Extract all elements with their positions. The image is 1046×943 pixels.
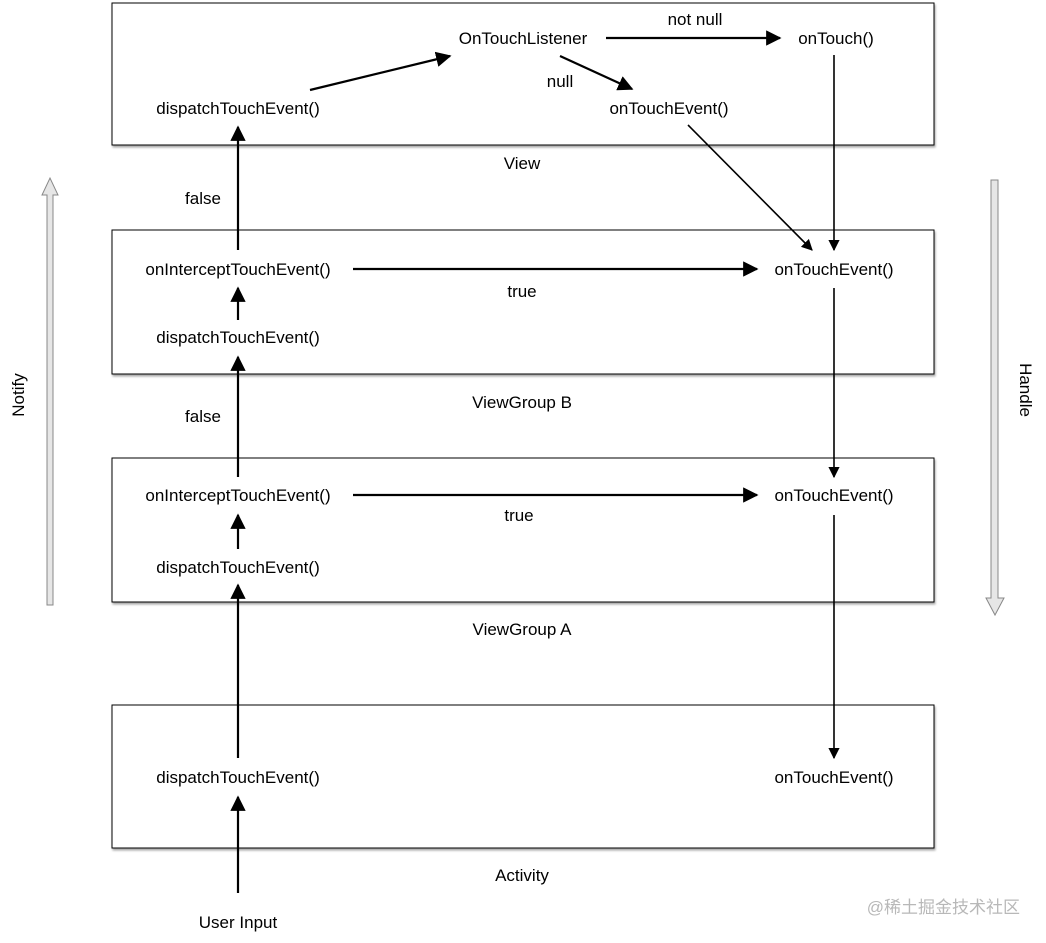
view-dispatch-label: dispatchTouchEvent() (156, 99, 319, 118)
vgb-intercept-label: onInterceptTouchEvent() (145, 260, 330, 279)
arrows (230, 30, 782, 893)
not-null-label: not null (668, 10, 723, 29)
user-input-label: User Input (199, 913, 278, 932)
ontouch-label: onTouch() (798, 29, 874, 48)
vgb-true-label: true (507, 282, 536, 301)
listener-label: OnTouchListener (459, 29, 588, 48)
arrow-dispatch-to-listener (309, 51, 452, 92)
viewgroup-a-box (111, 457, 935, 603)
vga-intercept-label: onInterceptTouchEvent() (145, 486, 330, 505)
view-box (111, 2, 935, 146)
view-ontouchevent-label: onTouchEvent() (609, 99, 728, 118)
activity-ontouchevent-label: onTouchEvent() (774, 768, 893, 787)
false-label-a: false (185, 407, 221, 426)
vgb-ontouchevent-label: onTouchEvent() (774, 260, 893, 279)
vga-title: ViewGroup A (473, 620, 573, 639)
vga-true-label: true (504, 506, 533, 525)
handle-arrow-icon (985, 179, 1005, 617)
notify-arrow-icon (41, 176, 59, 606)
watermark: @稀土掘金技术社区 (867, 898, 1020, 917)
view-title: View (504, 154, 541, 173)
viewgroup-b-box (111, 229, 935, 375)
vgb-dispatch-label: dispatchTouchEvent() (156, 328, 319, 347)
null-label: null (547, 72, 573, 91)
notify-label: Notify (9, 373, 28, 417)
false-label-b: false (185, 189, 221, 208)
activity-dispatch-label: dispatchTouchEvent() (156, 768, 319, 787)
activity-title: Activity (495, 866, 549, 885)
activity-box (111, 704, 935, 849)
vgb-title: ViewGroup B (472, 393, 572, 412)
vga-ontouchevent-label: onTouchEvent() (774, 486, 893, 505)
arrow-view-ontouchevent-to-vgb (687, 124, 813, 251)
handle-label: Handle (1016, 363, 1035, 417)
vga-dispatch-label: dispatchTouchEvent() (156, 558, 319, 577)
arrow-listener-null (559, 55, 634, 91)
